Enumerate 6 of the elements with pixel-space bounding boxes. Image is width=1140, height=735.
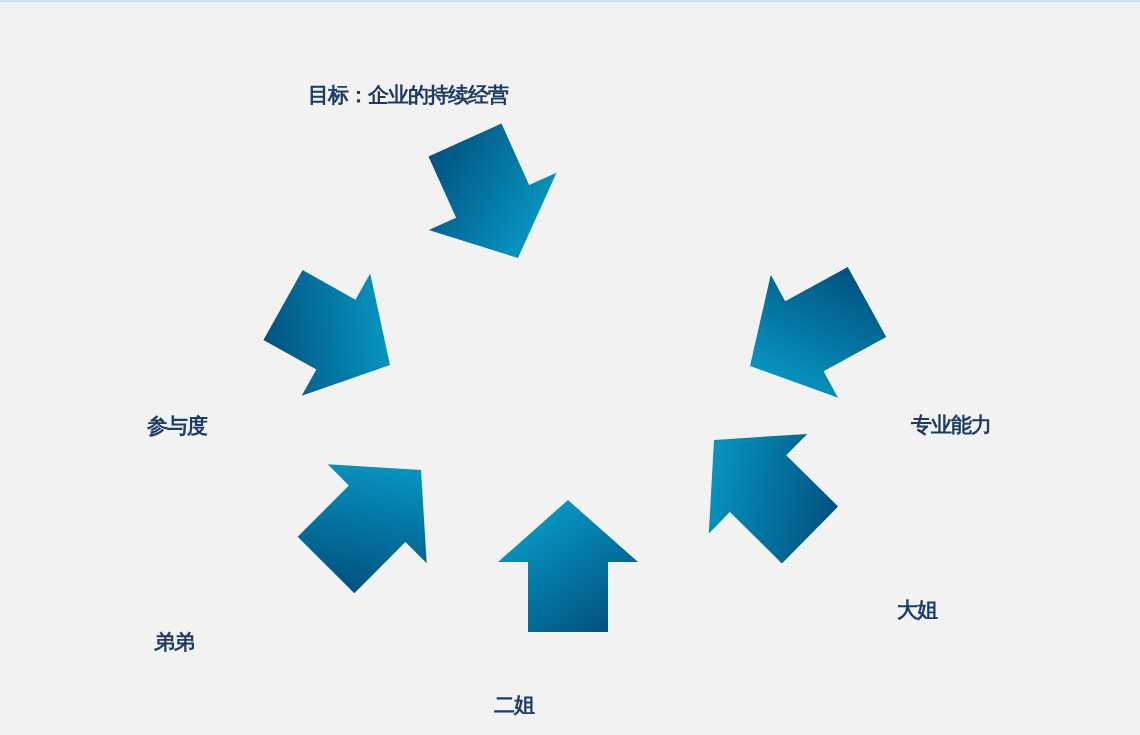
heading: 目标：企业的持续经营 [308, 81, 508, 109]
label: 大姐 [897, 596, 937, 624]
label: 专业能力 [911, 411, 991, 439]
label: 二姐 [494, 691, 534, 719]
label: 弟弟 [154, 628, 194, 656]
label: 参与度 [147, 412, 207, 440]
